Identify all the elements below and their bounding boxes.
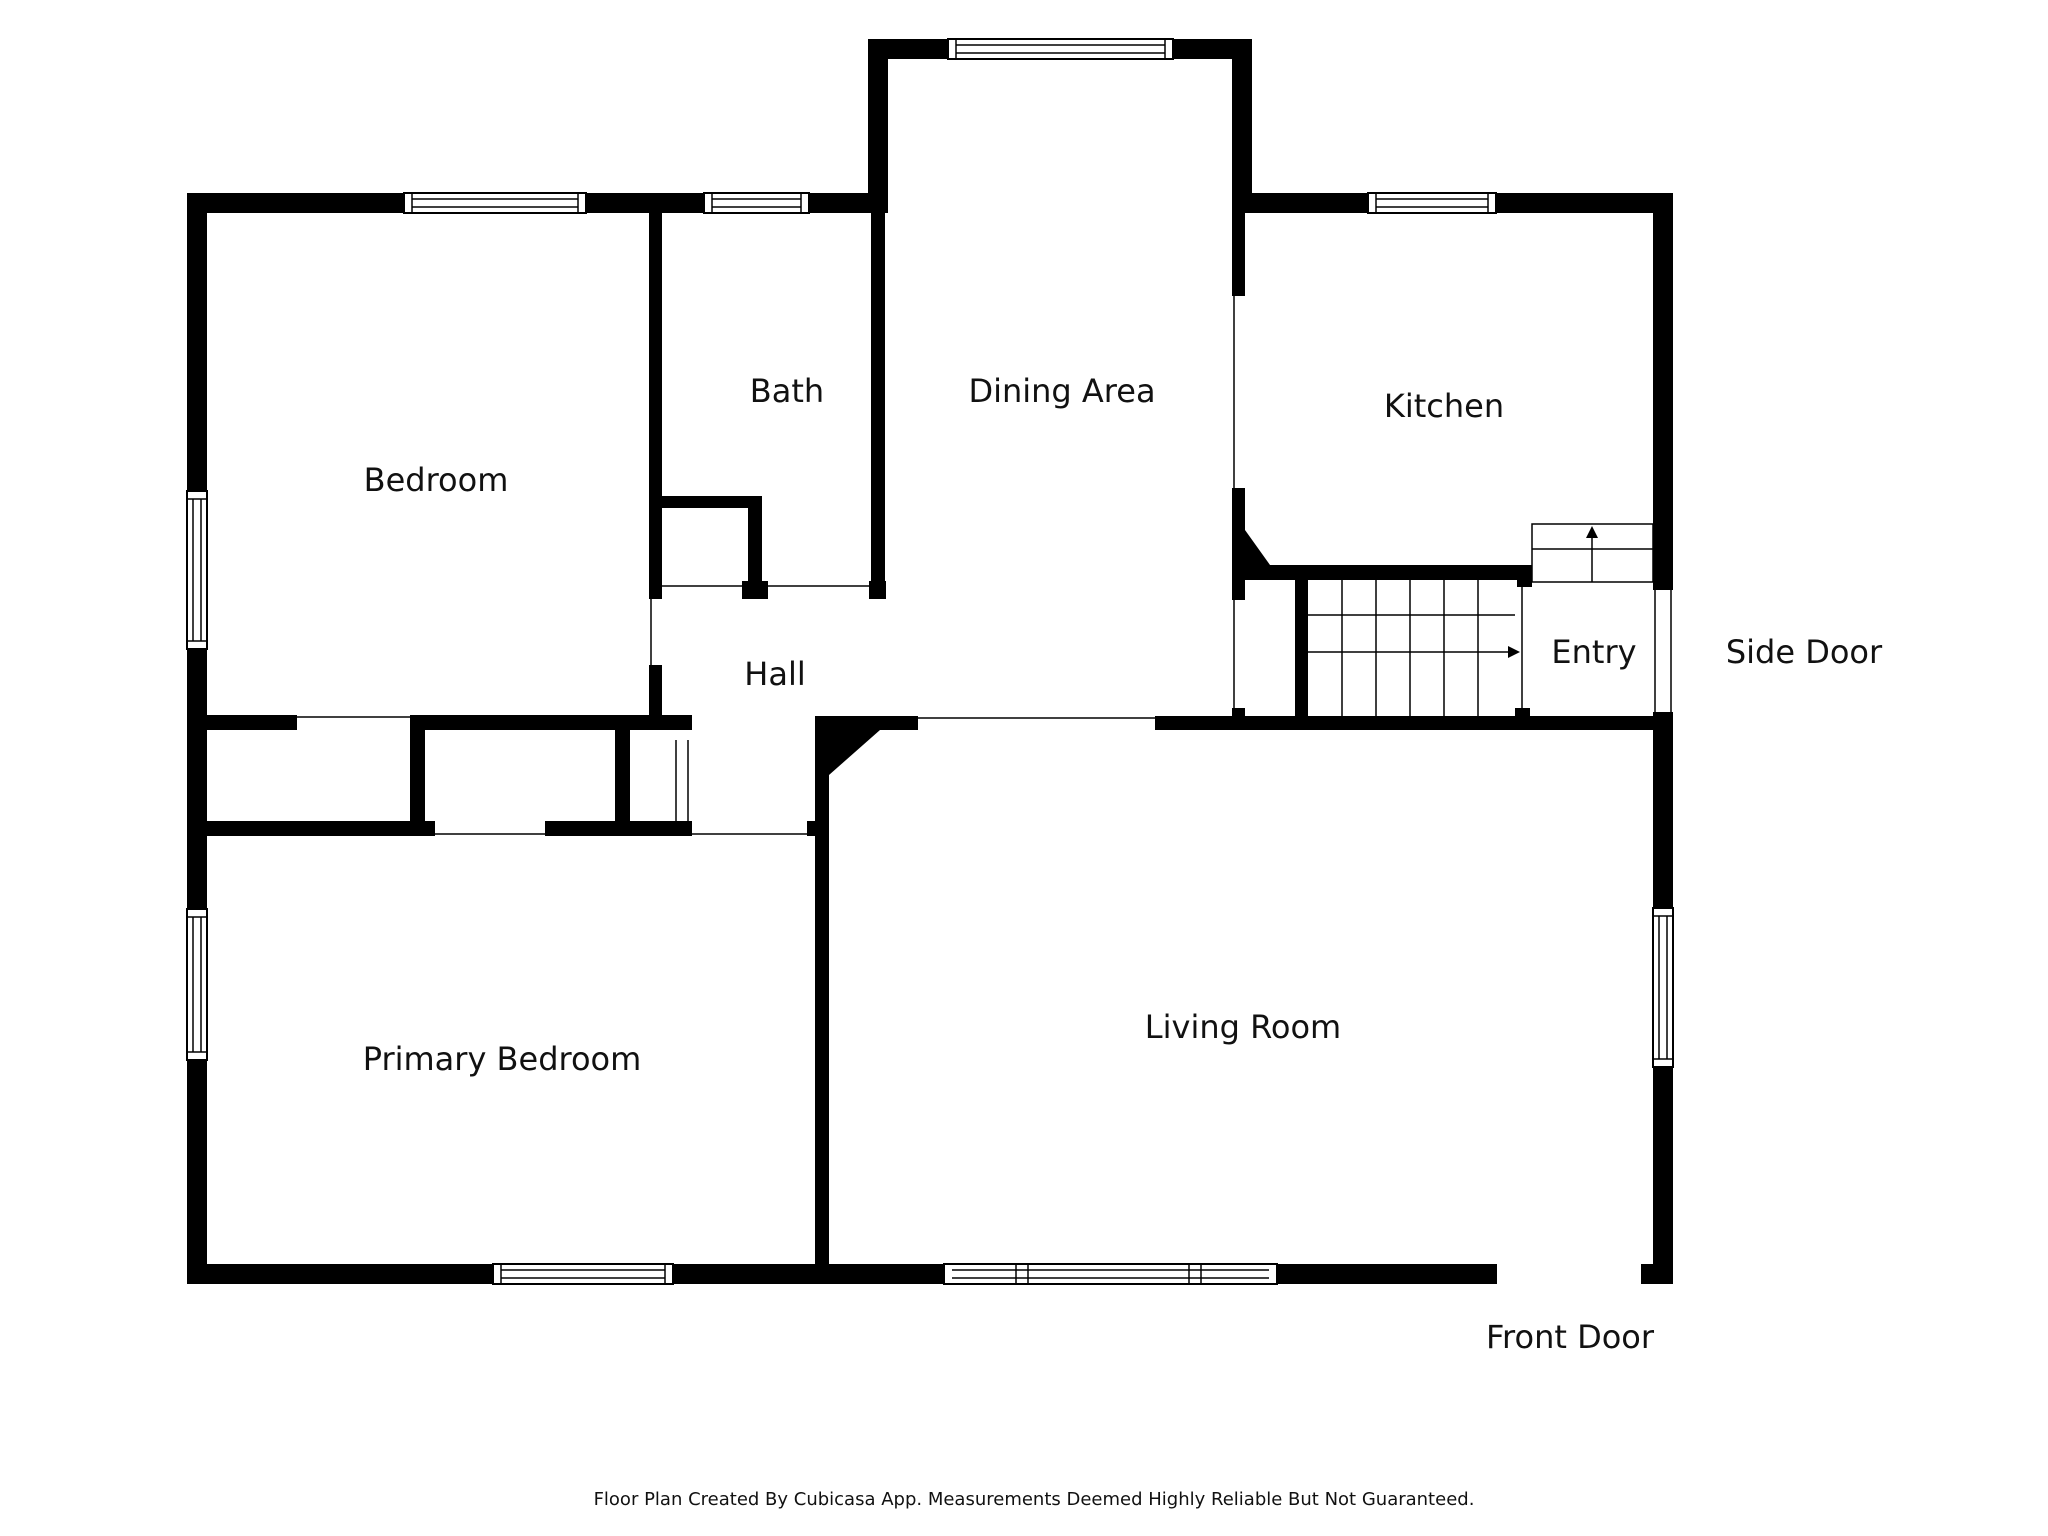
front-door-label: Front Door bbox=[1486, 1318, 1655, 1356]
room-label-bath: Bath bbox=[750, 372, 824, 410]
exterior-walls bbox=[187, 39, 1673, 1284]
room-label-living-room: Living Room bbox=[1145, 1008, 1341, 1046]
room-labels: Bedroom Bath Dining Area Kitchen Hall En… bbox=[363, 372, 1637, 1078]
room-label-entry: Entry bbox=[1551, 633, 1636, 671]
footer-note: Floor Plan Created By Cubicasa App. Meas… bbox=[594, 1489, 1475, 1510]
stairs bbox=[1308, 523, 1654, 716]
exterior-labels: Side Door Front Door bbox=[1486, 633, 1883, 1356]
windows bbox=[186, 38, 1674, 1285]
door-openings bbox=[297, 296, 1672, 835]
room-label-dining: Dining Area bbox=[968, 372, 1155, 410]
room-label-kitchen: Kitchen bbox=[1384, 387, 1504, 425]
room-label-hall: Hall bbox=[744, 655, 805, 693]
room-label-bedroom: Bedroom bbox=[364, 461, 509, 499]
side-door-label: Side Door bbox=[1726, 633, 1883, 671]
interior-walls bbox=[207, 193, 1673, 1284]
room-label-primary-bedroom: Primary Bedroom bbox=[363, 1040, 642, 1078]
